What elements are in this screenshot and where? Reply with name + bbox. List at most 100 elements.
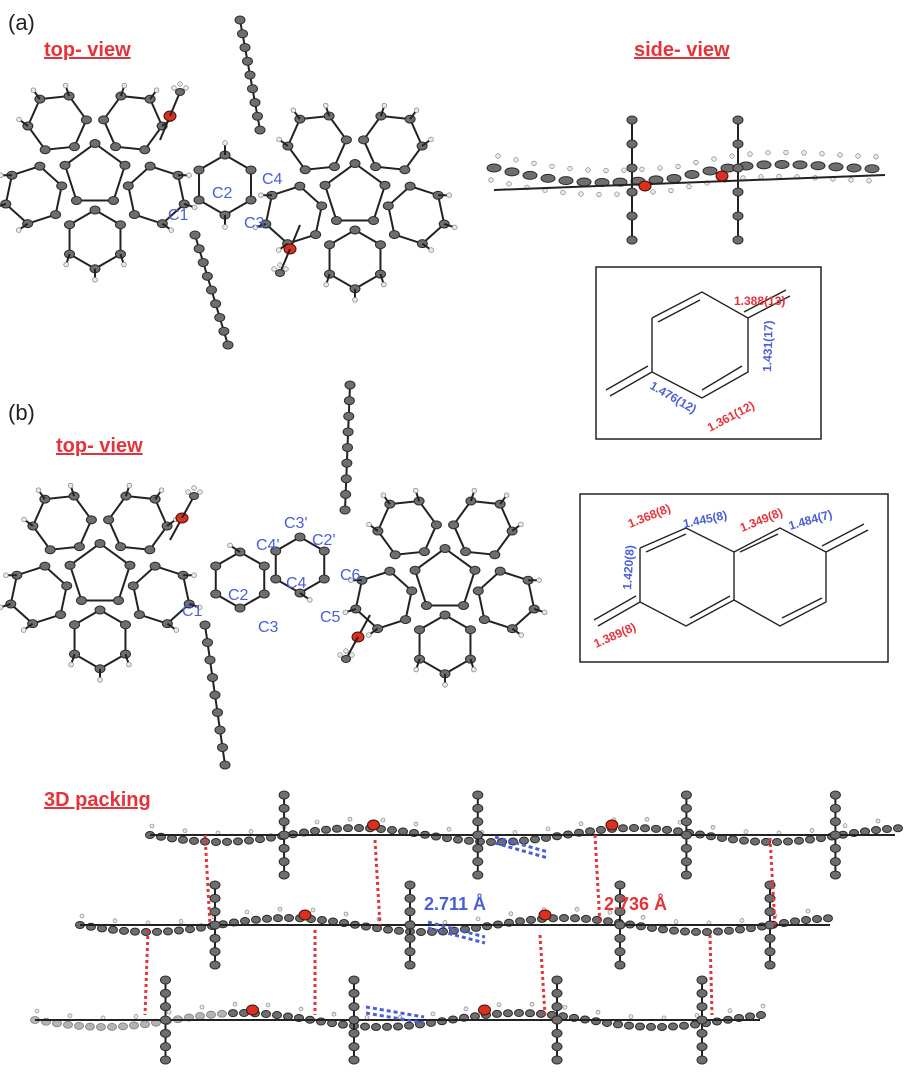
- carbon-atom: [680, 803, 692, 813]
- carbon-atom: [283, 1012, 293, 1021]
- hydrogen-atom: [126, 482, 133, 489]
- hydrogen-atom: [758, 174, 764, 180]
- carbon-atom: [404, 880, 416, 890]
- bond-ring: [68, 208, 122, 270]
- carbon-atom: [218, 326, 230, 336]
- carbon-atom: [119, 620, 131, 630]
- carbon-atom: [810, 161, 826, 171]
- carbon-atom: [96, 1023, 106, 1031]
- carbon-atom: [310, 826, 320, 835]
- bond-length-b-2: 1.445(8): [682, 508, 729, 531]
- carbon-atom: [805, 835, 815, 844]
- carbon-atom: [472, 803, 484, 813]
- carbon-atom: [252, 111, 263, 121]
- hydrogen-atom: [451, 224, 458, 231]
- carbon-atom: [340, 489, 352, 499]
- pi-contact-dotted: [708, 934, 714, 1016]
- hydrogen-atom: [121, 82, 128, 89]
- hydrogen-atom: [277, 906, 283, 912]
- oxygen-atom: [478, 1004, 491, 1016]
- hydrogen-atom: [747, 151, 753, 157]
- carbon-atom: [540, 173, 556, 183]
- atom-label-b-c2-prime: C2': [312, 532, 336, 549]
- carbon-atom: [348, 975, 360, 985]
- carbon-atom: [245, 195, 257, 205]
- carbon-atom: [160, 1002, 171, 1012]
- hydrogen-atom: [252, 224, 259, 231]
- carbon-atom: [472, 830, 484, 840]
- carbon-atom: [247, 84, 258, 94]
- bond: [493, 174, 886, 191]
- carbon-atom: [559, 914, 569, 923]
- carbon-atom: [680, 843, 692, 853]
- hydrogen-atom: [710, 824, 716, 830]
- bond-length-a-4: 1.361(12): [705, 398, 757, 434]
- hydrogen-atom: [307, 597, 313, 603]
- hydrogen-atom: [614, 191, 620, 197]
- hydrogen-atom: [518, 632, 524, 638]
- carbon-atom: [469, 565, 481, 575]
- panel-packing: 3D packing 2.711 Å 2.736 Å: [30, 789, 903, 1065]
- hydrogen-atom: [153, 87, 160, 93]
- carbon-atom: [348, 1015, 360, 1025]
- carbon-atom: [614, 893, 626, 903]
- carbon-atom: [103, 515, 115, 525]
- carbon-atom: [437, 1017, 447, 1026]
- hydrogen-atom: [183, 85, 189, 91]
- hydrogen-atom: [495, 153, 501, 159]
- carbon-atom: [89, 205, 101, 215]
- hydrogen-atom: [97, 677, 103, 683]
- hydrogen-atom: [149, 823, 155, 829]
- carbon-atom: [284, 914, 294, 923]
- carbon-atom: [453, 835, 463, 844]
- hydrogen-atom: [639, 166, 645, 172]
- carbon-atom: [195, 1012, 205, 1020]
- carbon-atom: [55, 610, 67, 620]
- carbon-atom: [39, 145, 51, 155]
- hydrogen-atom: [63, 261, 69, 268]
- carbon-atom: [197, 258, 209, 267]
- carbon-atom: [139, 145, 151, 155]
- hydrogen-atom: [596, 191, 602, 198]
- carbon-atom: [399, 165, 411, 175]
- carbon-atom: [662, 825, 672, 834]
- carbon-atom: [387, 826, 397, 835]
- carbon-atom: [829, 790, 841, 800]
- carbon-atom: [278, 843, 290, 853]
- carbon-atom: [626, 115, 638, 125]
- carbon-atom: [679, 1021, 689, 1030]
- carbon-atom: [812, 914, 822, 923]
- hydrogen-atom: [310, 907, 316, 913]
- carbon-atom: [745, 1012, 755, 1021]
- carbon-atom: [251, 915, 261, 924]
- pi-contact-dotted: [538, 934, 547, 1016]
- hydrogen-atom: [342, 609, 349, 616]
- hydrogen-atom: [271, 266, 277, 272]
- hydrogen-atom: [323, 281, 329, 288]
- hydrogen-atom: [283, 266, 289, 272]
- carbon-atom: [783, 837, 793, 846]
- hbond-contact-dotted: [365, 1005, 425, 1019]
- carbon-atom: [360, 1022, 370, 1031]
- hydrogen-atom: [842, 823, 848, 829]
- carbon-atom: [349, 225, 361, 235]
- carbon-atom: [61, 581, 73, 591]
- bond-box-b-frame: [579, 493, 889, 663]
- carbon-atom: [486, 163, 502, 173]
- hydrogen-atom: [196, 604, 203, 611]
- carbon-atom: [680, 870, 692, 880]
- hydrogen-atom: [488, 177, 494, 183]
- carbon-atom: [614, 960, 626, 970]
- carbon-atom: [64, 220, 76, 230]
- carbon-atom: [732, 187, 744, 197]
- carbon-atom: [210, 589, 222, 599]
- carbon-atom: [551, 1055, 563, 1065]
- carbon-atom: [371, 1022, 381, 1031]
- carbon-atom: [614, 907, 626, 917]
- carbon-atom: [398, 827, 408, 836]
- hydrogen-atom: [562, 1004, 568, 1010]
- bond-length-b-1: 1.368(8): [626, 501, 673, 531]
- carbon-atom: [551, 1015, 563, 1025]
- carbon-atom: [219, 760, 231, 770]
- carbon-atom: [209, 880, 221, 890]
